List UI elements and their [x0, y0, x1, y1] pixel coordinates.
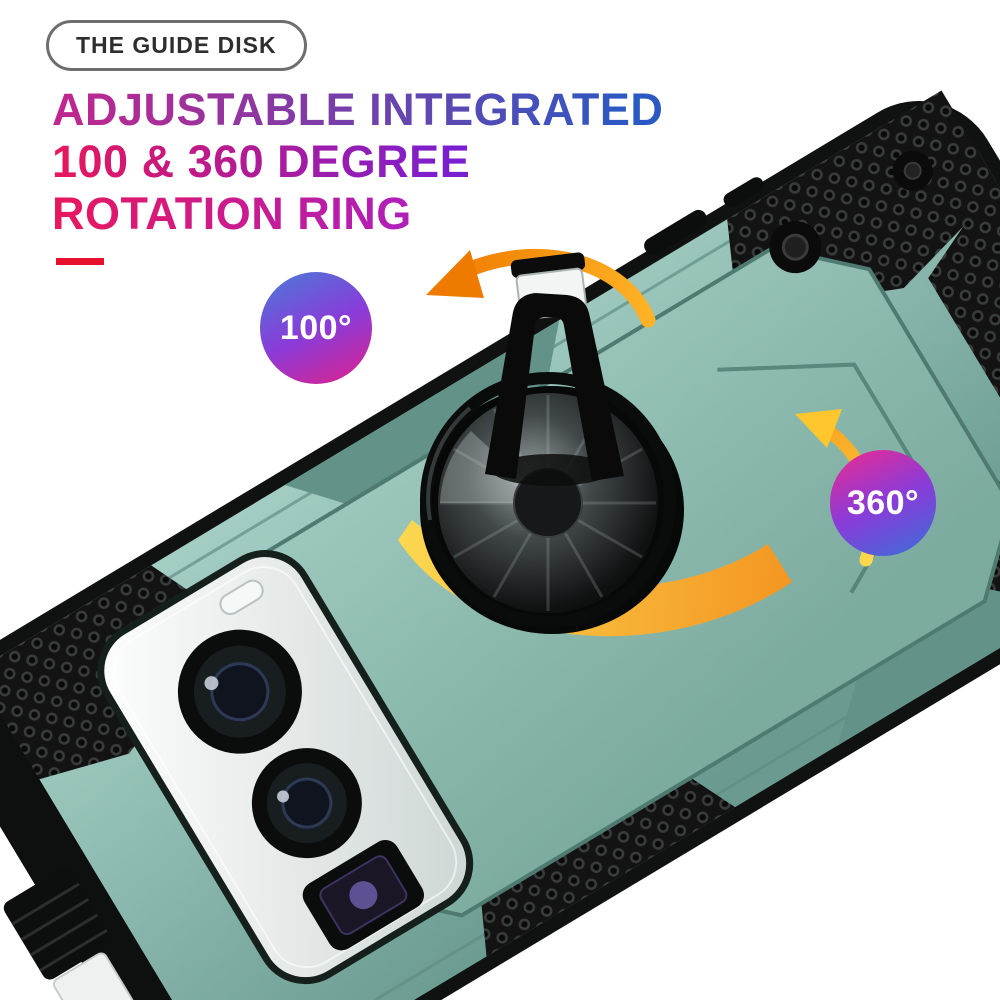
rotation-badge-360: 360° [830, 450, 936, 556]
rotation-badge-360-label: 360° [846, 483, 920, 522]
finger-ring-highlight [426, 406, 472, 521]
stand-hinge [492, 454, 612, 486]
ring-kickstand [420, 252, 684, 634]
headline-line-2: 100 & 360 DEGREE [52, 136, 471, 188]
page-title: ADJUSTABLE INTEGRATED 100 & 360 DEGREE R… [52, 84, 663, 241]
headline-line-3: ROTATION RING [52, 188, 412, 240]
bottom-connectors [3, 868, 135, 1000]
bottom-end-cap [0, 659, 244, 1000]
side-buttons [644, 177, 764, 256]
ring-kickstand-arm [485, 293, 624, 481]
finger-ring [420, 372, 676, 628]
camera-lens-2 [251, 748, 362, 859]
usb-connector [52, 952, 135, 1000]
camera-lens-1 [177, 629, 302, 754]
camera-flash-pill [219, 579, 264, 616]
guide-disk-label: THE GUIDE DISK [76, 32, 277, 58]
headline-line-1: ADJUSTABLE INTEGRATED [52, 84, 664, 135]
rotation-badge-100: 100° [260, 272, 372, 384]
guide-disk-badge: THE GUIDE DISK [46, 20, 307, 71]
camera-sensor [302, 839, 425, 951]
headline-underline [56, 258, 104, 265]
rotation-badge-100-label: 100° [279, 308, 353, 347]
camera-module [97, 550, 474, 985]
armor-accents [284, 320, 1000, 746]
corner-accents [769, 150, 933, 274]
